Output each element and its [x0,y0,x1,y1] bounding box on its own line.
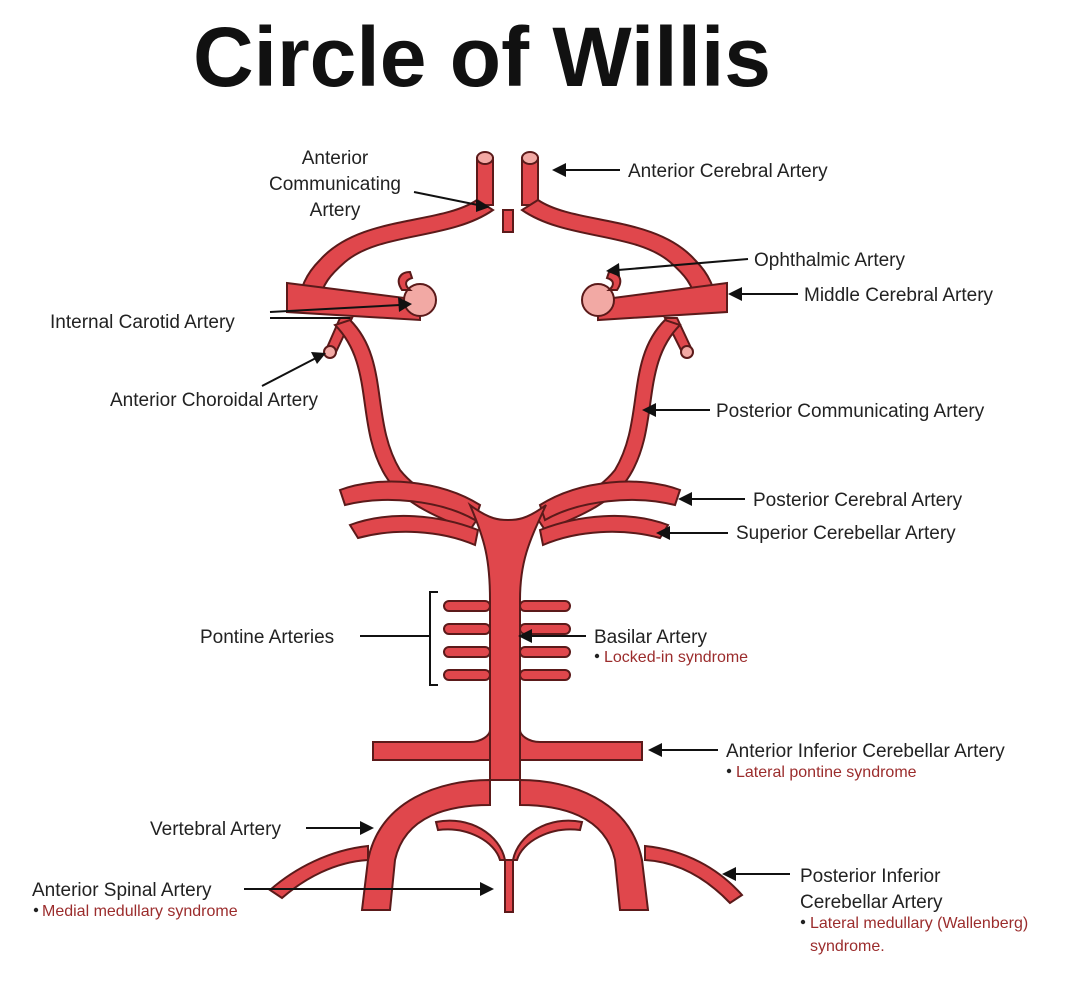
vertebral-artery-right [519,778,650,911]
ophthalmic-left [397,270,414,291]
pontine-artery-left-2 [443,623,491,635]
label-superior-cerebellar: Superior Cerebellar Artery [736,523,956,544]
achor-arrowhead [311,352,326,364]
aica-left [372,729,491,761]
aca-arrowhead [552,163,566,177]
label-internal-carotid: Internal Carotid Artery [50,312,235,333]
label-pica-syndrome-line-1: Lateral medullary (Wallenberg) [810,915,1028,932]
label-aica: Anterior Inferior Cerebellar Artery [726,741,1005,762]
label-basilar: Basilar Artery [594,627,707,648]
basilar-artery [467,501,547,781]
acom-arrowhead [476,199,490,212]
mca-arrowhead [728,287,742,301]
superior-cerebellar-left [348,514,480,547]
internal-carotid-right-stump [581,283,615,317]
label-pica-line-1: Posterior Inferior [800,866,941,887]
label-acom-line-1: Anterior [302,148,369,169]
aica-arrowhead [648,743,662,757]
ophthalmic-right [605,270,622,291]
diagram-title: Circle of Willis [193,10,771,104]
aica-right [519,729,643,761]
label-pontine: Pontine Arteries [200,627,334,648]
pontine-artery-right-1 [519,600,571,612]
label-basilar-syndrome: Locked-in syndrome [604,649,748,666]
label-posterior-cerebral: Posterior Cerebral Artery [753,490,963,511]
arteries [268,151,744,913]
vertebral-artery-left [360,778,491,911]
aca-left-stump [476,151,494,165]
ophthalmic-arrowhead [606,263,620,277]
anterior-spinal-artery [434,819,584,913]
vertebral-arrowhead [360,821,374,835]
pica-syndrome-bullet [800,919,806,925]
asa-arrowhead [480,882,494,896]
anterior-cerebral-artery-left [476,157,494,206]
pontine-artery-left-3 [443,646,491,658]
anterior-spinal-syndrome-bullet [33,907,39,913]
acom-pointer [413,191,479,206]
pontine-artery-right-2 [519,623,571,635]
label-pica-syndrome-line-2: syndrome. [810,938,885,955]
pontine-artery-left-4 [443,669,491,681]
sca-arrowhead [656,526,670,540]
pontine-artery-right-3 [519,646,571,658]
aca-right-stump [521,151,539,165]
aica-syndrome-bullet [726,768,732,774]
label-anterior-cerebral: Anterior Cerebral Artery [628,161,828,182]
right-small-branch-stump [680,345,694,359]
pontine-bracket [429,591,438,686]
label-acom-line-2: Communicating [269,174,401,195]
label-ophthalmic: Ophthalmic Artery [754,250,905,271]
anterior-choroidal-stump [323,345,337,359]
ophthalmic-pointer [617,258,749,271]
pica-right [644,844,744,905]
pcom-arrowhead [642,403,656,417]
pica-arrowhead [722,867,736,881]
pontine-artery-right-4 [519,669,571,681]
label-middle-cerebral: Middle Cerebral Artery [804,285,994,306]
label-vertebral: Vertebral Artery [150,819,281,840]
pontine-artery-left-1 [443,600,491,612]
achor-pointer [261,357,317,387]
anterior-cerebral-artery-right [521,157,539,206]
superior-cerebellar-right [538,514,670,547]
anterior-communicating-artery [502,209,514,233]
pointers [244,163,798,896]
label-anterior-choroidal: Anterior Choroidal Artery [110,390,319,411]
ica-arrowhead [398,297,412,312]
label-acom-line-3: Artery [310,200,361,221]
ica-pointer-1 [269,304,401,313]
label-posterior-communicating: Posterior Communicating Artery [716,401,985,422]
label-anterior-spinal-syndrome: Medial medullary syndrome [42,903,238,920]
label-anterior-spinal: Anterior Spinal Artery [32,880,212,901]
label-pica-line-2: Cerebellar Artery [800,892,943,913]
basilar-arrowhead [518,629,532,643]
label-aica-syndrome: Lateral pontine syndrome [736,764,917,781]
pca-arrowhead [678,492,692,506]
pica-left [268,844,369,900]
labels: Anterior Communicating Artery Anterior C… [32,148,1028,955]
basilar-syndrome-bullet [594,653,600,659]
middle-cerebral-artery-left [286,281,421,322]
